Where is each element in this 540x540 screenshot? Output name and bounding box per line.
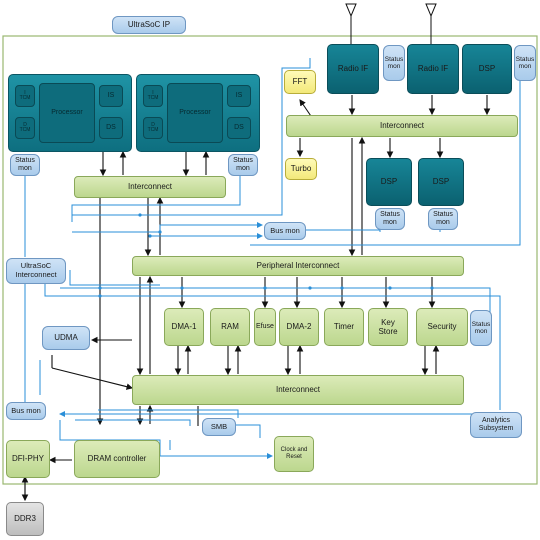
processor-cluster-1: I TCM D TCM Processor IS DS bbox=[8, 74, 132, 152]
dma1-block: DMA-1 bbox=[164, 308, 204, 346]
dsp-block: DSP bbox=[418, 158, 464, 206]
dma1-label: DMA-1 bbox=[171, 322, 197, 332]
itcm-block: I TCM bbox=[15, 85, 35, 107]
udma-label: UDMA bbox=[54, 333, 78, 343]
turbo-label: Turbo bbox=[290, 164, 312, 174]
dsp-label: DSP bbox=[380, 177, 398, 187]
ds-block: DS bbox=[227, 117, 251, 139]
timer-label: Timer bbox=[333, 322, 355, 332]
security-label: Security bbox=[427, 322, 457, 332]
interconnect-label: Interconnect bbox=[275, 385, 321, 395]
processor-block: Processor bbox=[167, 83, 223, 143]
udma-badge: UDMA bbox=[42, 326, 90, 350]
bus-mon-label: Bus mon bbox=[11, 405, 41, 415]
radio-interconnect: Interconnect bbox=[286, 115, 518, 137]
ddr3-label: DDR3 bbox=[14, 514, 36, 524]
dsp-label: DSP bbox=[478, 64, 496, 74]
efuse-label: Efuse bbox=[256, 322, 274, 330]
status-mon-badge: Status mon bbox=[10, 154, 40, 176]
ultrasoc-boundary bbox=[2, 35, 538, 485]
status-mon-badge: Status mon bbox=[470, 310, 492, 346]
interconnect-label: Interconnect bbox=[379, 121, 425, 131]
fft-label: FFT bbox=[292, 77, 308, 87]
dma2-block: DMA-2 bbox=[279, 308, 319, 346]
peripheral-interconnect: Peripheral Interconnect bbox=[132, 256, 464, 276]
turbo-block: Turbo bbox=[285, 158, 317, 180]
dtcm-block: D TCM bbox=[143, 117, 163, 139]
status-mon-badge: Status mon bbox=[375, 208, 405, 230]
dma2-label: DMA-2 bbox=[286, 322, 312, 332]
radio-if-block-2: Radio IF bbox=[407, 44, 459, 94]
cpu-interconnect: Interconnect bbox=[74, 176, 226, 198]
dsp-label: DSP bbox=[432, 177, 450, 187]
dfi-phy-block: DFI-PHY bbox=[6, 440, 50, 478]
efuse-block: Efuse bbox=[254, 308, 276, 346]
bus-mon-badge: Bus mon bbox=[264, 222, 306, 240]
clock-reset-block: Clock and Reset bbox=[274, 436, 314, 472]
ram-label: RAM bbox=[221, 322, 239, 332]
ultrasoc-interconnect-badge: UltraSoC Interconnect bbox=[6, 258, 66, 284]
timer-block: Timer bbox=[324, 308, 364, 346]
status-mon-badge: Status mon bbox=[228, 154, 258, 176]
key-store-block: Key Store bbox=[368, 308, 408, 346]
bus-mon-badge: Bus mon bbox=[6, 402, 46, 420]
radio-if-label: Radio IF bbox=[417, 64, 449, 74]
fft-block: FFT bbox=[284, 70, 316, 94]
peripheral-interconnect-label: Peripheral Interconnect bbox=[256, 261, 340, 271]
dsp-block-top: DSP bbox=[462, 44, 512, 94]
dtcm-block: D TCM bbox=[15, 117, 35, 139]
antenna-icon bbox=[425, 3, 437, 44]
main-interconnect: Interconnect bbox=[132, 375, 464, 405]
is-block: IS bbox=[227, 85, 251, 107]
ultrasoc-ip-badge: UltraSoC IP bbox=[112, 16, 186, 34]
ddr3-block: DDR3 bbox=[6, 502, 44, 536]
security-block: Security bbox=[416, 308, 468, 346]
radio-if-block-1: Radio IF bbox=[327, 44, 379, 94]
radio-if-label: Radio IF bbox=[337, 64, 369, 74]
title-label: UltraSoC IP bbox=[127, 20, 171, 30]
interconnect-label: Interconnect bbox=[127, 182, 173, 192]
status-mon-badge: Status mon bbox=[383, 45, 405, 81]
status-mon-badge: Status mon bbox=[514, 45, 536, 81]
status-mon-badge: Status mon bbox=[428, 208, 458, 230]
dfi-phy-label: DFI-PHY bbox=[12, 454, 44, 464]
ram-block: RAM bbox=[210, 308, 250, 346]
dram-controller-block: DRAM controller bbox=[74, 440, 160, 478]
bus-mon-label: Bus mon bbox=[270, 225, 300, 235]
ds-block: DS bbox=[99, 117, 123, 139]
processor-block: Processor bbox=[39, 83, 95, 143]
antenna-icon bbox=[345, 3, 357, 44]
analytics-subsystem-badge: Analytics Subsystem bbox=[470, 412, 522, 438]
dram-controller-label: DRAM controller bbox=[87, 454, 147, 464]
dsp-block: DSP bbox=[366, 158, 412, 206]
smb-badge: SMB bbox=[202, 418, 236, 436]
processor-cluster-2: I TCM D TCM Processor IS DS bbox=[136, 74, 260, 152]
itcm-block: I TCM bbox=[143, 85, 163, 107]
is-block: IS bbox=[99, 85, 123, 107]
smb-label: SMB bbox=[210, 421, 228, 431]
